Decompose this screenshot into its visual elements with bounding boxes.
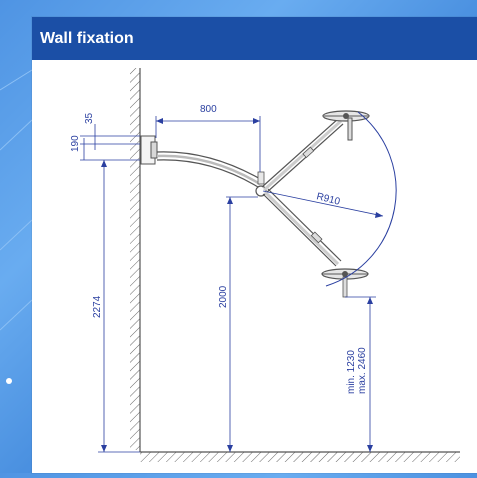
radius-indicator <box>262 111 397 287</box>
bracket-height-label: 190 <box>70 135 81 152</box>
lower-light-head <box>321 268 369 298</box>
bracket-offset-label: 35 <box>84 112 95 124</box>
mount-height-dimension <box>98 160 140 453</box>
pivot-cap <box>257 171 265 185</box>
lower-spring-arm <box>262 188 342 267</box>
light-height-dimension <box>345 296 376 452</box>
pivot-height-dimension <box>226 196 258 452</box>
radius-label: R910 <box>315 191 341 208</box>
bracket-dimensions <box>80 124 140 161</box>
decorative-dot <box>6 378 12 384</box>
horizontal-arm <box>156 151 263 188</box>
page-title: Wall fixation <box>40 29 134 47</box>
min-height-label: min. 1230 <box>346 350 357 394</box>
panel-header: Wall fixation <box>32 17 477 60</box>
wall <box>130 68 141 452</box>
arm-reach-dimension <box>155 116 261 172</box>
floor <box>140 451 460 462</box>
mount-height-label: 2274 <box>92 295 103 318</box>
pivot-height-label: 2000 <box>218 285 229 308</box>
arm-reach-label: 800 <box>200 104 217 115</box>
upper-light-head <box>322 110 370 141</box>
max-height-label: max. 2460 <box>357 347 368 394</box>
wall-bracket <box>140 135 158 165</box>
content-panel <box>32 17 477 473</box>
upper-spring-arm <box>261 117 344 194</box>
